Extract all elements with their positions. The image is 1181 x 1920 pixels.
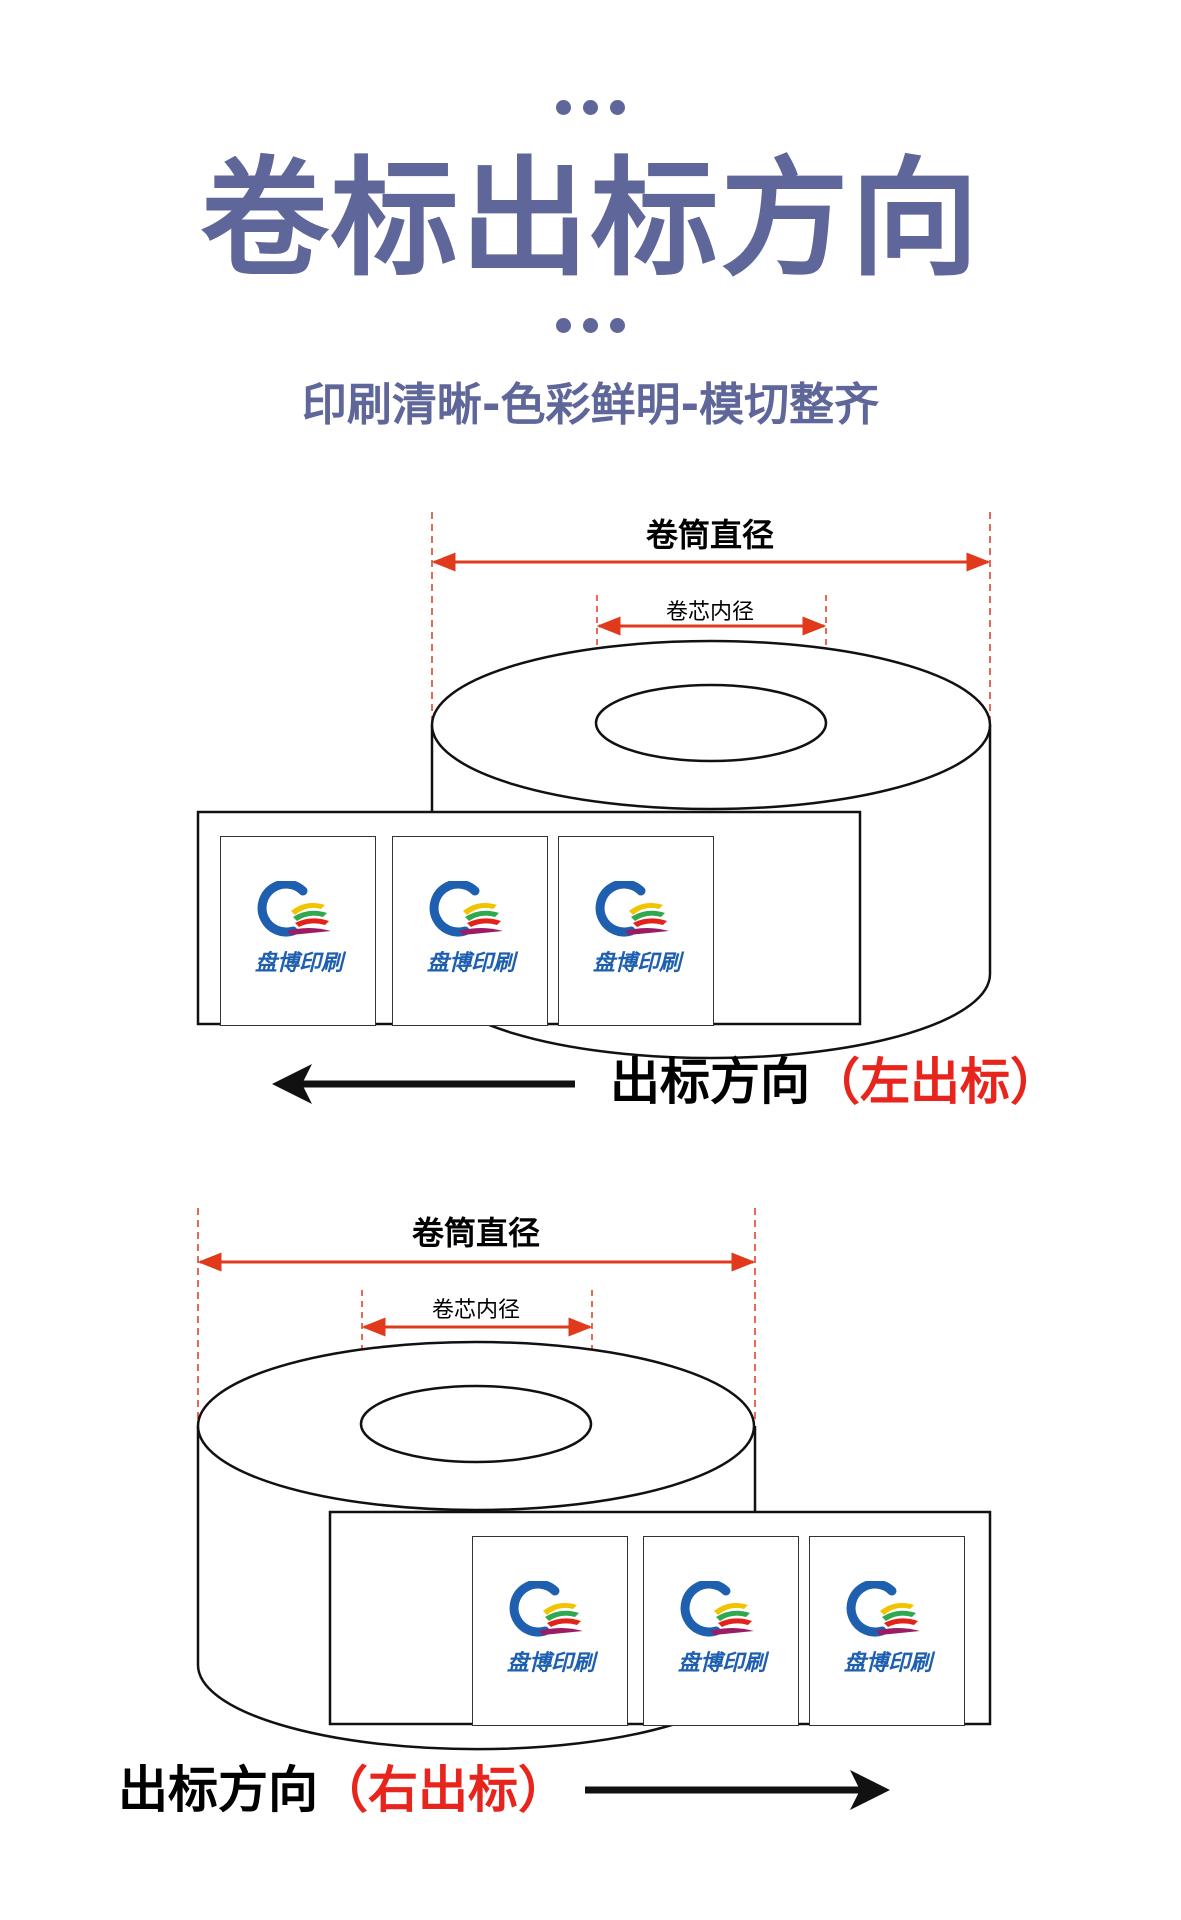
- bottom-dots: [0, 318, 1181, 333]
- direction-label: 出标方向: [118, 1761, 318, 1819]
- direction-note: （左出标）: [810, 1053, 1060, 1111]
- brand-logo-text: 盘博印刷: [677, 1651, 766, 1676]
- label-card: 盘博印刷: [643, 1536, 799, 1726]
- direction-label: 出标方向: [610, 1053, 810, 1111]
- roll-diagram-left-exit: 卷筒直径 卷芯内径 盘博印刷 盘博印刷 盘博印刷 出标方向（左出标）: [0, 490, 1181, 1130]
- brand-logo-icon: [257, 881, 331, 937]
- core-diameter-label: 卷芯内径: [665, 600, 754, 625]
- brand-logo-text: 盘博印刷: [843, 1651, 932, 1676]
- direction-caption: 出标方向（左出标）: [610, 1050, 1060, 1114]
- direction-caption: 出标方向（右出标）: [118, 1758, 568, 1822]
- brand-logo-text: 盘博印刷: [506, 1651, 595, 1676]
- top-dots: [0, 100, 1181, 115]
- exit-arrow-right-icon: [850, 1770, 890, 1810]
- core-diameter-label: 卷芯内径: [431, 1298, 520, 1323]
- brand-logo-text: 盘博印刷: [254, 951, 343, 976]
- roll-diameter-label: 卷筒直径: [411, 1214, 540, 1252]
- direction-note: （右出标）: [318, 1761, 568, 1819]
- brand-logo-icon: [595, 881, 669, 937]
- brand-logo-icon: [680, 1581, 754, 1637]
- brand-logo-text: 盘博印刷: [592, 951, 681, 976]
- label-card: 盘博印刷: [392, 836, 548, 1026]
- label-card: 盘博印刷: [558, 836, 714, 1026]
- label-card: 盘博印刷: [809, 1536, 965, 1726]
- page-title: 卷标出标方向: [200, 145, 981, 294]
- brand-logo-icon: [509, 1581, 583, 1637]
- roll-core: [359, 1384, 593, 1464]
- roll-core: [594, 683, 828, 763]
- exit-arrow-left-svg: [272, 1064, 575, 1104]
- brand-logo-icon: [846, 1581, 920, 1637]
- brand-logo-icon: [429, 881, 503, 937]
- label-card: 盘博印刷: [220, 836, 376, 1026]
- roll-diameter-label: 卷筒直径: [645, 516, 774, 554]
- roll-diagram-right-exit: 卷筒直径 卷芯内径 盘博印刷 盘博印刷 盘博印刷 出标方向（右出标）: [0, 1190, 1181, 1840]
- exit-arrow-right-svg: [585, 1770, 890, 1810]
- brand-logo-text: 盘博印刷: [426, 951, 515, 976]
- exit-arrow-left-icon: [272, 1064, 312, 1104]
- label-card: 盘博印刷: [472, 1536, 628, 1726]
- page-subtitle: 印刷清晰-色彩鲜明-模切整齐: [301, 378, 880, 431]
